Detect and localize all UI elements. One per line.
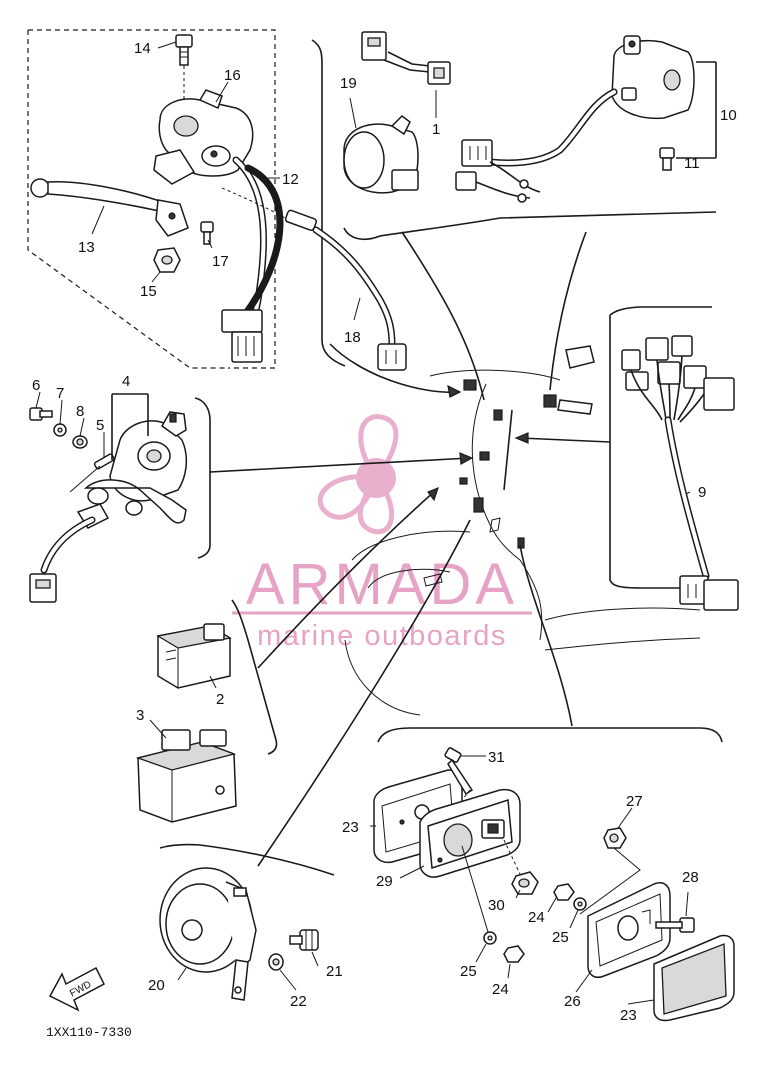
callout-14: 14 <box>134 40 151 57</box>
propeller-logo <box>317 414 399 535</box>
connection-leaders <box>209 231 611 867</box>
part-31-screw <box>444 747 474 801</box>
callout-21: 21 <box>326 963 343 980</box>
callout-11: 11 <box>684 155 700 172</box>
part-10-handlebar-switch <box>455 35 717 203</box>
fwd-arrow: FWD <box>48 966 105 1012</box>
part-13-lever <box>30 178 189 237</box>
part-2-relay <box>156 623 232 689</box>
part-7-washer <box>53 423 67 437</box>
part-6-screw <box>29 407 53 421</box>
watermark-tagline: marine outboards <box>257 620 507 652</box>
part-25-washer-upper <box>573 897 587 911</box>
callout-23-upper: 23 <box>342 819 359 836</box>
callout-1: 1 <box>432 121 440 138</box>
part-28-bolt <box>655 917 695 933</box>
callout-27: 27 <box>626 793 643 810</box>
callout-5: 5 <box>96 417 104 434</box>
callout-9: 9 <box>698 484 706 501</box>
callout-25-upper: 25 <box>552 929 569 946</box>
callout-24-upper: 24 <box>528 909 545 926</box>
callout-2: 2 <box>216 691 224 708</box>
drawing-code: 1XX110-7330 <box>46 1025 132 1040</box>
part-20-horn <box>159 867 257 1001</box>
part-17-screw <box>200 221 214 245</box>
callout-24-lower: 24 <box>492 981 509 998</box>
part-9-wire-harness <box>621 335 739 611</box>
part-5-rivet <box>69 453 115 493</box>
part-21-bolt <box>289 929 319 951</box>
part-15-nut <box>153 247 181 273</box>
callout-19: 19 <box>340 75 357 92</box>
callout-17: 17 <box>212 253 229 270</box>
callout-25-lower: 25 <box>460 963 477 980</box>
part-26-reflector-bracket <box>587 882 671 978</box>
callout-29: 29 <box>376 873 393 890</box>
callout-7: 7 <box>56 385 64 402</box>
callout-28: 28 <box>682 869 699 886</box>
part-18-cable <box>221 187 407 371</box>
part-4-main-switch <box>29 393 188 603</box>
part-11-screw <box>659 147 675 171</box>
callout-8: 8 <box>76 403 84 420</box>
callout-labels: 14 16 12 13 17 15 19 1 10 11 18 9 4 6 7 … <box>32 40 737 1024</box>
part-8-collar <box>72 435 88 449</box>
callout-16: 16 <box>224 67 241 84</box>
part-27-nut <box>579 827 641 915</box>
callout-26: 26 <box>564 993 581 1010</box>
watermark: ARMADA marine outboards <box>232 414 532 652</box>
callout-18: 18 <box>344 329 361 346</box>
part-29-bracket <box>419 788 521 878</box>
callout-10: 10 <box>720 107 737 124</box>
callout-leaders <box>35 41 691 1005</box>
callout-3: 3 <box>136 707 144 724</box>
callout-30: 30 <box>488 897 505 914</box>
callout-23-lower: 23 <box>620 1007 637 1024</box>
part-1-connector <box>361 31 451 85</box>
callout-15: 15 <box>140 283 157 300</box>
part-24-nut-upper <box>553 883 575 901</box>
watermark-brand: ARMADA <box>246 552 518 617</box>
part-25-washer-lower <box>461 845 497 945</box>
part-19-flasher <box>343 115 419 194</box>
part-22-washer <box>268 953 284 971</box>
callout-4: 4 <box>122 373 130 390</box>
callout-31: 31 <box>488 749 505 766</box>
part-24-nut-lower <box>503 945 525 963</box>
callout-6: 6 <box>32 377 40 394</box>
vehicle-outline <box>344 345 701 716</box>
callout-22: 22 <box>290 993 307 1010</box>
part-3-control-unit <box>135 729 237 823</box>
callout-12: 12 <box>282 171 299 188</box>
part-23-reflector-lower <box>653 934 735 1022</box>
part-30-nut <box>503 839 539 895</box>
callout-20: 20 <box>148 977 165 994</box>
part-16-switch-housing <box>153 89 284 363</box>
callout-13: 13 <box>78 239 95 256</box>
